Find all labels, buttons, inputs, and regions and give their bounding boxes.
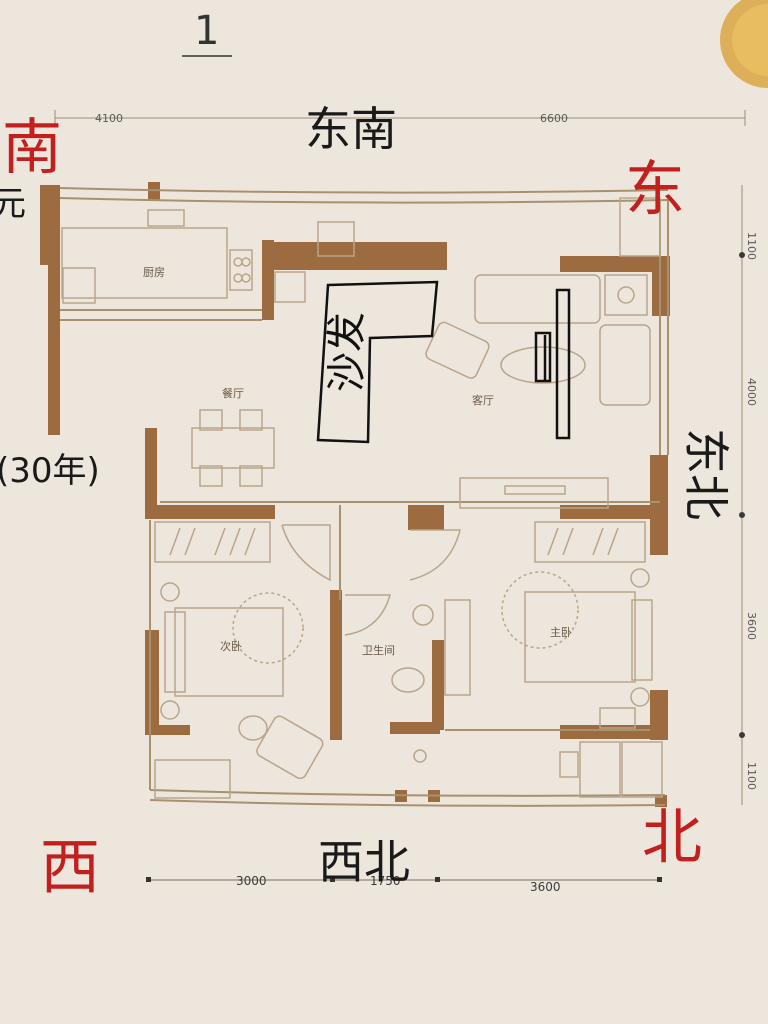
dim-right-3: 3600: [745, 612, 758, 640]
left-fragment: 元: [0, 184, 26, 224]
sofa-outline-mark: [316, 280, 439, 444]
direction-bottom: 西北: [318, 835, 410, 889]
room-kitchen: 厨房: [143, 266, 165, 279]
corner-bottom-left: 西: [40, 833, 100, 903]
room-master-bedroom: 主卧: [550, 626, 572, 639]
corner-bottom-right: 北: [642, 803, 702, 873]
furniture: [61, 197, 663, 799]
gold-seal-icon: [720, 0, 768, 88]
room-second-bedroom: 次卧: [220, 639, 242, 653]
room-bathroom: 卫生间: [362, 643, 395, 657]
page-number: 1: [194, 8, 219, 54]
corner-top-right: 东: [625, 155, 685, 225]
dim-right-4: 1100: [745, 762, 758, 790]
tv-mark: [534, 288, 571, 440]
direction-top: 东南: [305, 102, 397, 156]
age-note: (30年): [0, 451, 100, 491]
dim-bottom-3: 3600: [530, 880, 561, 894]
dim-bottom-2: 1750: [370, 874, 401, 888]
dim-bottom-1: 3000: [236, 874, 267, 888]
dim-right-1: 1100: [745, 232, 758, 260]
room-living: 客厅: [472, 393, 494, 407]
dim-right-2: 4000: [745, 378, 758, 406]
sofa-label: 沙发: [324, 312, 370, 392]
dim-top-right: 6600: [540, 112, 568, 125]
direction-right: 东北: [679, 428, 733, 520]
dim-top-left: 4100: [95, 112, 123, 125]
corner-top-left: 南: [2, 113, 62, 183]
room-dining: 餐厅: [222, 386, 244, 400]
